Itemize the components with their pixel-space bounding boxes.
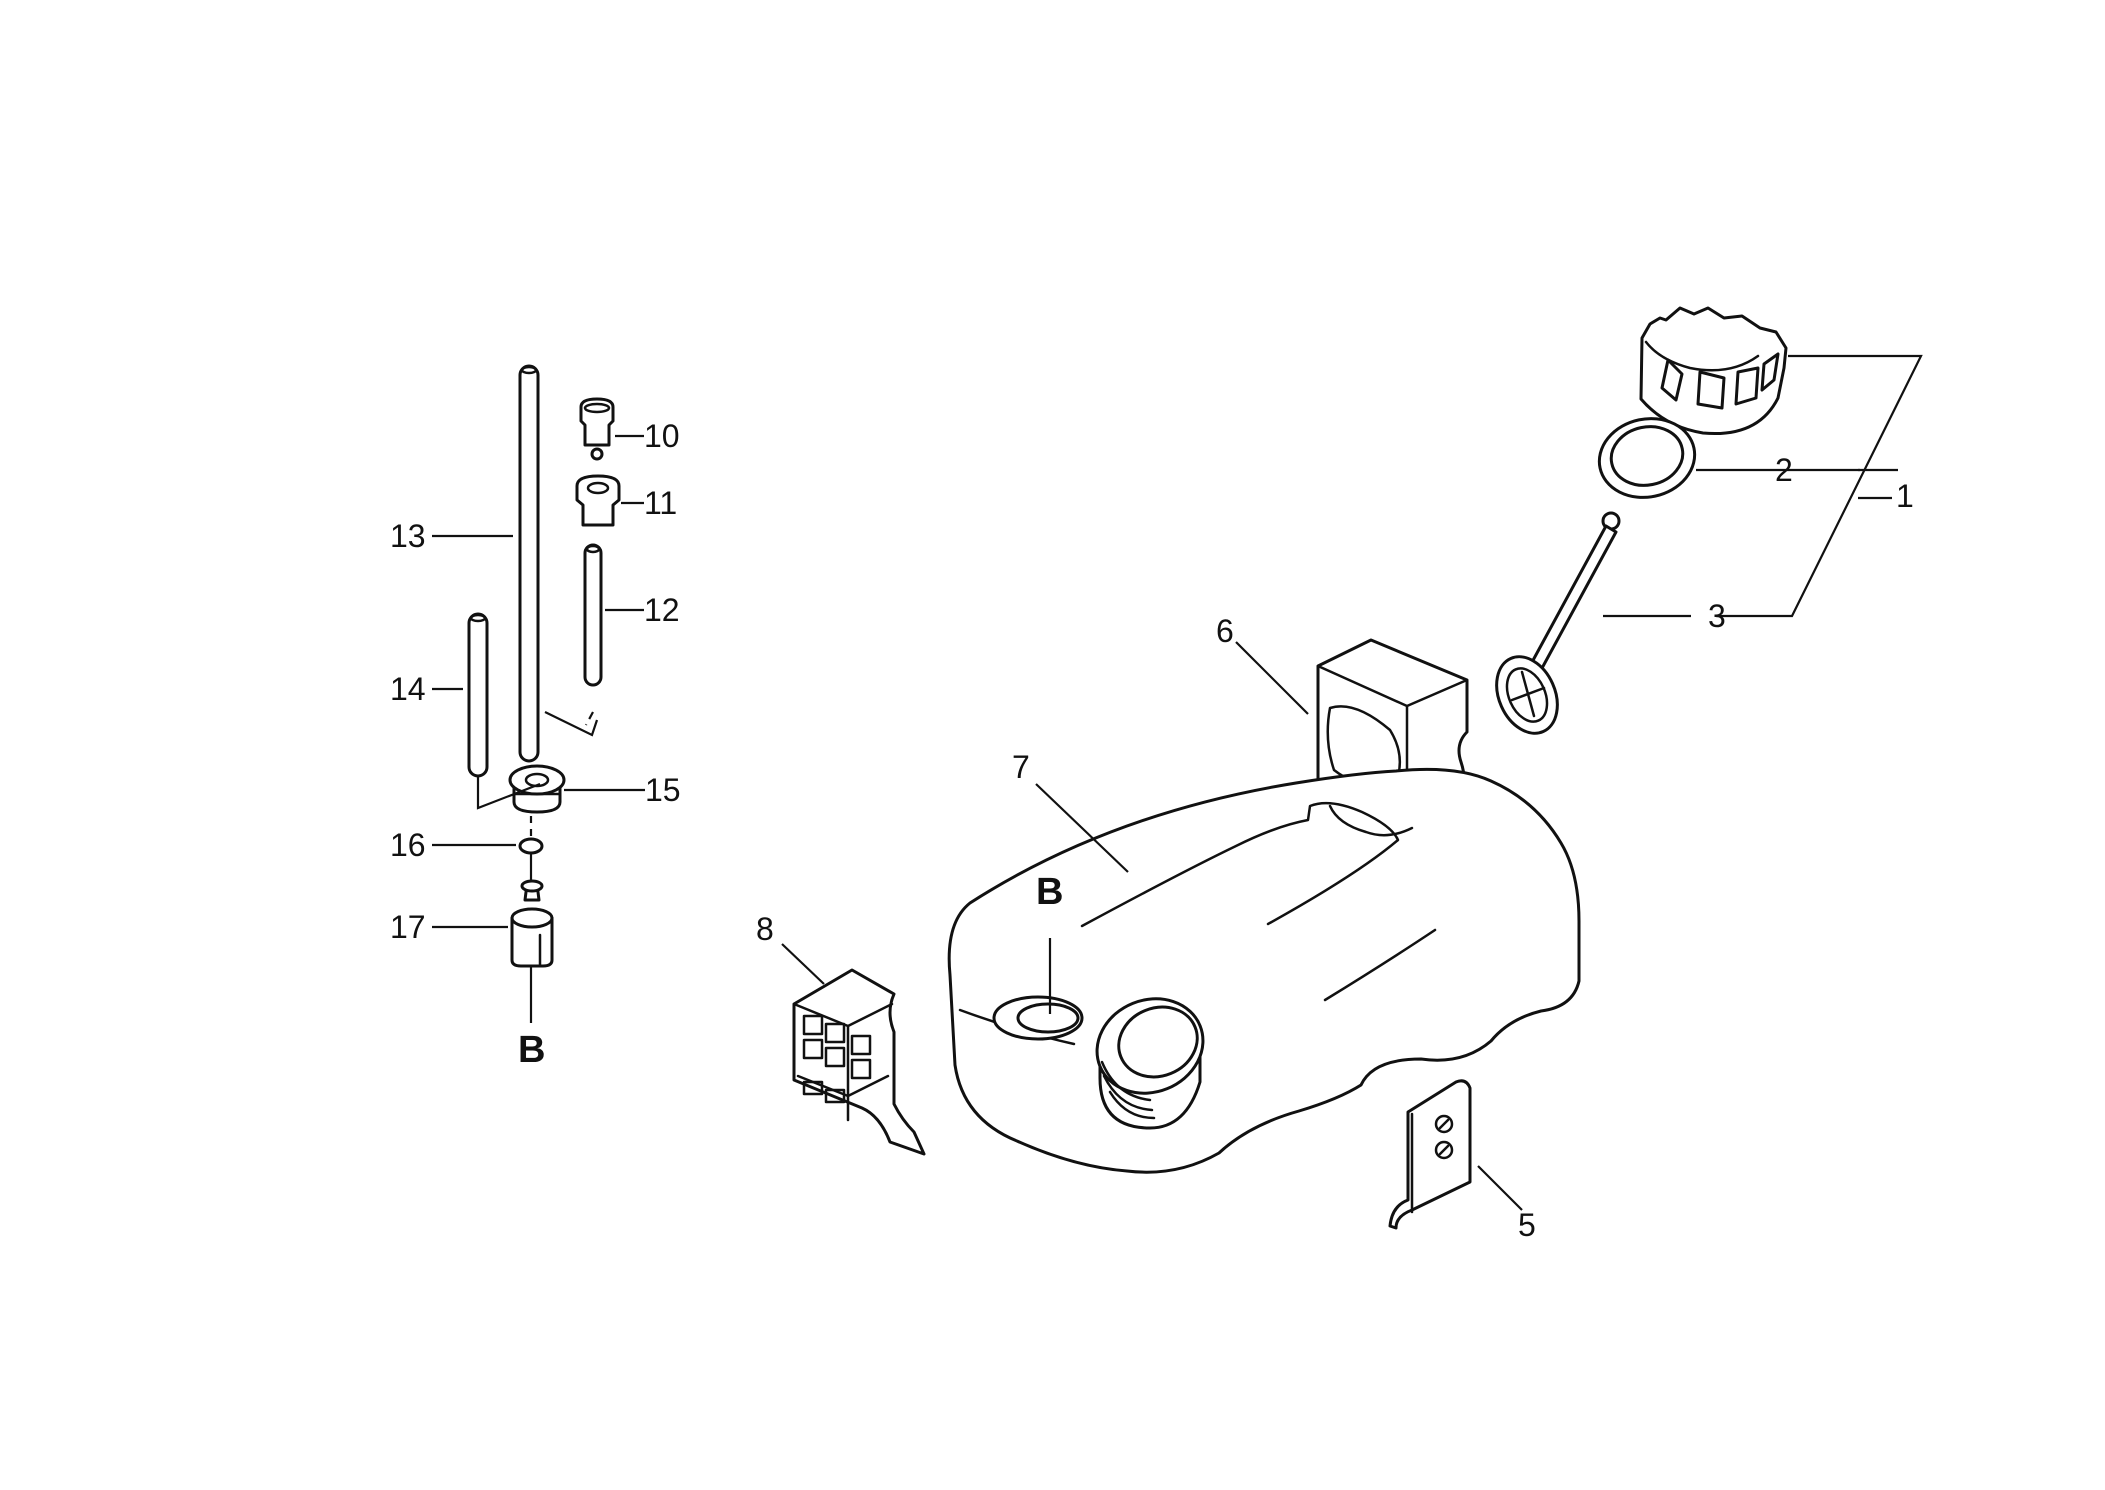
reference-b-left: B — [518, 1029, 545, 1071]
tube-13 — [518, 364, 540, 763]
callout-17: 17 — [390, 909, 426, 945]
callout-12: 12 — [644, 592, 680, 628]
callout-11: 11 — [644, 485, 677, 521]
gasket-2 — [1597, 417, 1697, 499]
filter-17 — [510, 879, 554, 968]
tank-filler-neck — [1095, 997, 1205, 1130]
callout-10: 10 — [644, 418, 680, 454]
tank-pickup-port — [992, 938, 1084, 1041]
callout-2: 2 — [1775, 452, 1793, 488]
callout-15: 15 — [645, 772, 681, 808]
plate-5 — [1388, 1079, 1472, 1230]
bracket-8 — [792, 968, 926, 1156]
fuel-cap-1 — [1639, 306, 1788, 436]
valve-11 — [575, 474, 621, 527]
assembly-guides-left — [476, 711, 599, 1023]
callout-16: 16 — [390, 827, 426, 863]
fuel-tank-7 — [947, 767, 1581, 1174]
grommet-15 — [508, 764, 566, 814]
callout-7: 7 — [1012, 749, 1030, 785]
leaders-left — [432, 434, 645, 929]
callout-13: 13 — [390, 518, 426, 554]
callout-6: 6 — [1216, 613, 1234, 649]
leaders-right — [1603, 354, 1923, 618]
callout-1: 1 — [1896, 478, 1914, 514]
callout-14: 14 — [390, 671, 426, 707]
leaders-center — [781, 641, 1523, 1211]
cap-10 — [579, 397, 615, 461]
callout-3: 3 — [1708, 598, 1726, 634]
reference-b-tank: B — [1036, 871, 1063, 913]
callout-8: 8 — [756, 911, 774, 947]
tube-12 — [583, 543, 603, 687]
tube-14 — [467, 612, 489, 778]
callout-5: 5 — [1518, 1207, 1536, 1243]
o-ring-16 — [518, 837, 544, 855]
strainer-3 — [1495, 511, 1621, 735]
